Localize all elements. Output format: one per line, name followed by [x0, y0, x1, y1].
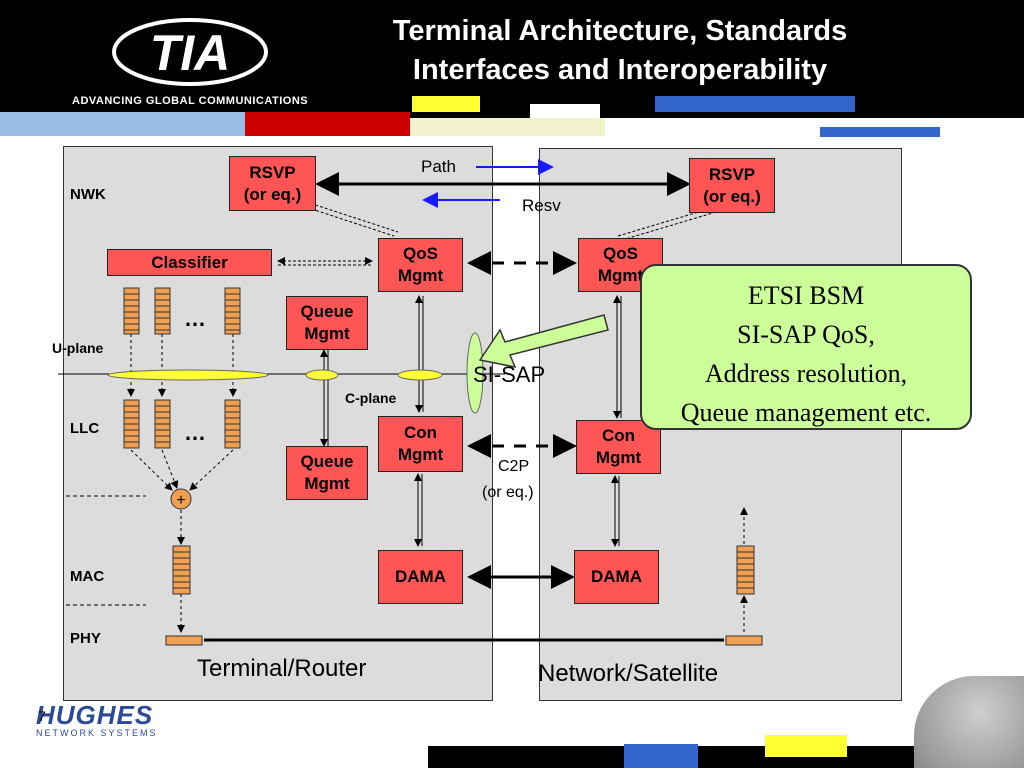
svg-text:TIA: TIA — [150, 25, 231, 81]
network-rsvp-box: RSVP (or eq.) — [689, 158, 775, 213]
tia-logo: TIA — [112, 18, 268, 86]
c2p-sub-label: (or eq.) — [482, 484, 534, 501]
phy-port-network — [725, 635, 763, 646]
network-dama-label: DAMA — [591, 567, 642, 586]
nrsvp-qos-dash-a — [621, 211, 717, 241]
queue-top-line2: Mgmt — [304, 324, 350, 343]
path-label: Path — [421, 157, 456, 176]
terminal-con-box: Con Mgmt — [378, 416, 463, 472]
resv-label: Resv — [522, 196, 561, 215]
sap-ellipse-cplane — [397, 369, 443, 381]
hughes-brand: HUGHES — [36, 700, 154, 730]
footer-bar-yellow — [765, 735, 847, 757]
network-con-box: Con Mgmt — [576, 420, 661, 474]
hughes-sub: NETWORK SYSTEMS — [36, 728, 158, 738]
sap-ellipse-queue — [305, 369, 339, 381]
classifier-box: Classifier — [107, 249, 272, 276]
terminal-qos-line1: QoS — [403, 244, 438, 263]
terminal-dama-label: DAMA — [395, 567, 446, 586]
si-sap-label: SI-SAP — [473, 362, 546, 387]
queue-mgmt-top-box: Queue Mgmt — [286, 296, 368, 350]
etsi-callout: ETSI BSM SI-SAP QoS, Address resolution,… — [640, 264, 972, 430]
globe-graphic — [914, 676, 1024, 768]
mux-circle — [170, 488, 192, 510]
slide-number: 7 — [38, 708, 46, 724]
hughes-logo: HUGHES NETWORK SYSTEMS — [36, 700, 176, 740]
layer-phy: PHY — [70, 630, 101, 647]
callout-line4: Queue management etc. — [680, 398, 932, 427]
network-caption: Network/Satellite — [538, 660, 719, 687]
network-qos-line2: Mgmt — [597, 266, 644, 285]
phy-port-terminal — [165, 635, 203, 646]
callout-line3: Address resolution, — [704, 359, 908, 388]
layer-uplane: U-plane — [52, 340, 104, 356]
network-dama-box: DAMA — [574, 550, 659, 604]
layer-llc: LLC — [70, 420, 100, 437]
network-rsvp-line1: RSVP — [708, 164, 756, 184]
network-qos-line1: QoS — [603, 244, 638, 263]
footer-bar-blue — [624, 744, 698, 768]
terminal-con-line2: Mgmt — [397, 445, 444, 464]
title-line-2: Interfaces and Interoperability — [412, 54, 828, 86]
stripe-cream — [410, 118, 605, 136]
network-con-line1: Con — [601, 426, 636, 445]
terminal-caption: Terminal/Router — [197, 655, 367, 682]
sap-ellipse-uplane — [107, 369, 269, 381]
ellipsis-top: … — [184, 306, 206, 331]
network-con-line2: Mgmt — [595, 448, 642, 467]
queue-top-line1: Queue — [300, 302, 354, 321]
callout-line1: ETSI BSM — [747, 281, 865, 310]
terminal-dama-box: DAMA — [378, 550, 463, 604]
queue-bot-line1: Queue — [300, 452, 354, 471]
terminal-qos-box: QoS Mgmt — [378, 238, 463, 292]
stripe-blue-right — [655, 96, 855, 112]
terminal-qos-line2: Mgmt — [397, 266, 444, 285]
layer-cplane: C-plane — [345, 390, 397, 406]
page-title: Terminal Architecture, Standards Interfa… — [300, 12, 940, 90]
stripe-blue-left — [0, 112, 245, 136]
tagline: ADVANCING GLOBAL COMMUNICATIONS — [72, 95, 309, 107]
queue-bot-line2: Mgmt — [304, 474, 350, 493]
queue-mgmt-bottom-box: Queue Mgmt — [286, 446, 368, 500]
terminal-rsvp-box: RSVP (or eq.) — [229, 156, 316, 211]
stripe-yellow-top — [412, 96, 480, 112]
callout-pointer — [478, 314, 609, 369]
stripe-red — [245, 112, 410, 136]
title-line-1: Terminal Architecture, Standards — [392, 15, 848, 47]
layer-mac: MAC — [70, 568, 105, 585]
svg-text:+: + — [176, 492, 185, 509]
callout-line2: SI-SAP QoS, — [737, 320, 875, 349]
terminal-rsvp-line2: (or eq.) — [243, 184, 302, 204]
c2p-label: C2P — [498, 458, 530, 475]
terminal-rsvp-line1: RSVP — [249, 162, 296, 182]
network-rsvp-line2: (or eq.) — [703, 186, 761, 206]
si-sap-ellipse — [466, 332, 484, 414]
stripe-white — [530, 104, 600, 118]
layer-nwk: NWK — [70, 186, 106, 203]
stripe-blue-small — [820, 127, 940, 137]
terminal-con-line1: Con — [403, 423, 438, 442]
ellipsis-bottom: … — [184, 420, 206, 445]
classifier-label: Classifier — [151, 252, 228, 272]
